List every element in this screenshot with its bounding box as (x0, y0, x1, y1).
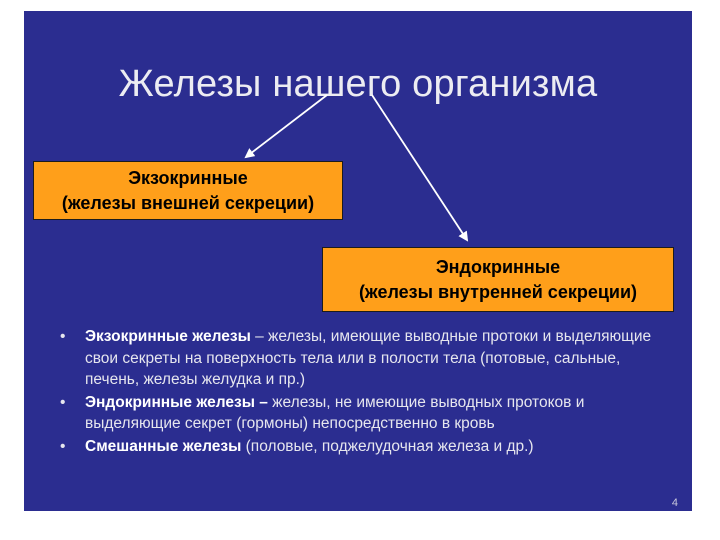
list-item-text: – железы, имеющие выводные протоки и выд… (85, 328, 652, 388)
list-item-term: Экзокринные железы (85, 328, 251, 345)
list-item: • Эндокринные железы – железы, не имеющи… (60, 392, 660, 435)
definitions-list: • Экзокринные железы – железы, имеющие в… (60, 326, 660, 458)
slide-title: Железы нашего организма (118, 63, 598, 105)
bullet-marker: • (60, 437, 66, 455)
list-item: • Смешанные железы (половые, поджелудочн… (60, 436, 660, 458)
endocrine-box-heading: Эндокринные (435, 256, 561, 277)
bullet-marker: • (60, 393, 66, 411)
endocrine-box: Эндокринные (железы внутренней секреции) (322, 247, 674, 312)
endocrine-box-subtitle: (железы внутренней секреции) (358, 281, 638, 302)
arrow-to-endocrine (371, 94, 469, 242)
exocrine-box: Экзокринные (железы внешней секреции) (33, 161, 343, 220)
exocrine-box-subtitle: (железы внешней секреции) (61, 192, 315, 213)
list-item-text: железы, не имеющие выводных протоков и в… (85, 393, 585, 433)
list-item-text: (половые, поджелудочная железа и др.) (241, 437, 534, 455)
page-number: 4 (671, 497, 678, 509)
arrow-to-exocrine (244, 94, 328, 159)
arrows (244, 94, 469, 242)
bullet-marker: • (60, 328, 66, 345)
exocrine-box-heading: Экзокринные (128, 167, 248, 188)
slide: Железы нашего организма Экзокринные (жел… (24, 11, 692, 511)
list-item: • Экзокринные железы – железы, имеющие в… (60, 326, 660, 391)
list-item-term: Смешанные железы (85, 437, 242, 455)
list-item-term: Эндокринные железы – (85, 393, 268, 411)
